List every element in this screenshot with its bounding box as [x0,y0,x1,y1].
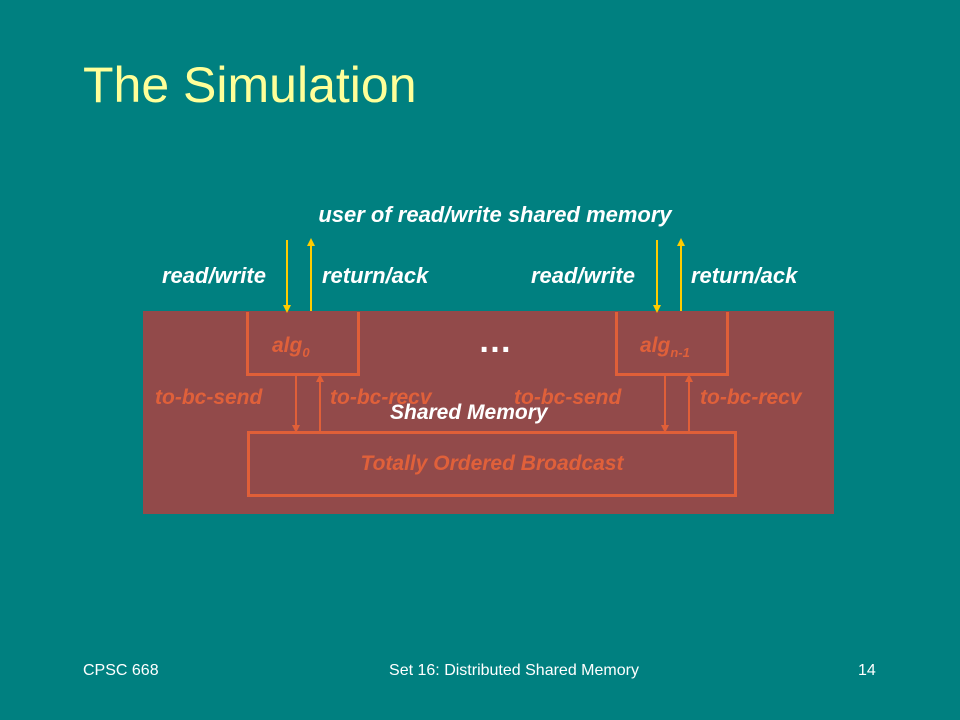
alg-n-1-label: algn-1 [640,334,690,361]
footer-course: CPSC 668 [83,662,159,679]
alg-n-1-box [615,312,729,376]
totally-ordered-broadcast-box: Totally Ordered Broadcast [247,431,737,497]
slide-title: The Simulation [83,57,417,113]
right-to-bc-recv-label: to-bc-recv [700,386,802,409]
user-label: user of read/write shared memory [318,202,672,227]
right-return-ack-label: return/ack [691,263,798,288]
right-to-bc-send-label: to-bc-send [514,386,622,409]
totally-ordered-broadcast-label: Totally Ordered Broadcast [360,452,624,475]
footer-set-title: Set 16: Distributed Shared Memory [389,662,639,679]
ellipsis: … [478,322,512,360]
shared-memory-label: Shared Memory [390,401,548,424]
alg-0-label: alg0 [272,334,310,361]
shared-memory-box [143,311,834,514]
left-return-ack-label: return/ack [322,263,429,288]
left-to-bc-send-label: to-bc-send [155,386,263,409]
left-read-write-label: read/write [162,263,266,288]
left-to-bc-recv-label: to-bc-recv [330,386,432,409]
alg-0-box [246,312,360,376]
right-read-write-label: read/write [531,263,635,288]
footer-page-number: 14 [858,662,876,679]
